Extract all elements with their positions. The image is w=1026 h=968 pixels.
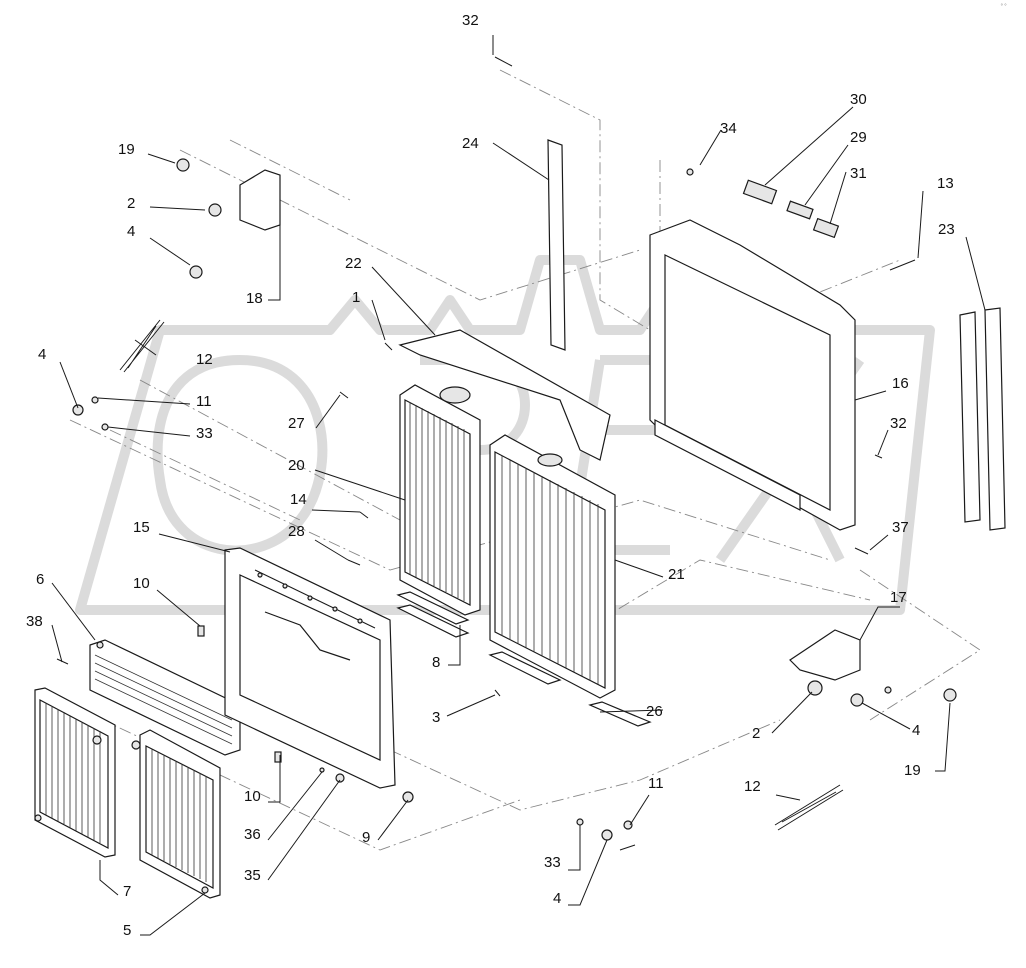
shroud-22 <box>398 329 611 461</box>
callout-3: 3 <box>432 709 440 726</box>
cooler-7 <box>34 687 116 858</box>
callout-4-bottom: 4 <box>553 890 561 907</box>
bracket-17 <box>789 629 861 681</box>
callout-26: 26 <box>646 703 663 720</box>
callout-22: 22 <box>345 255 362 272</box>
callout-32-top: 32 <box>462 12 479 29</box>
seals-23-25 <box>959 307 1006 531</box>
callout-36: 36 <box>244 826 261 843</box>
callout-32-right: 32 <box>890 415 907 432</box>
callout-4-mid-left: 4 <box>38 346 46 363</box>
callout-4-right: 4 <box>912 722 920 739</box>
callout-27: 27 <box>288 415 305 432</box>
callout-12-left: 12 <box>196 351 213 368</box>
callout-33-right: 33 <box>544 854 561 871</box>
oil-cooler-6 <box>89 639 241 756</box>
callout-29: 29 <box>850 129 867 146</box>
callout-labels: 32 30 34 29 24 31 19 13 2 23 4 22 1 18 1… <box>26 3 1007 939</box>
callout-33-left: 33 <box>196 425 213 442</box>
callout-7: 7 <box>123 883 131 900</box>
callout-10-lower: 10 <box>244 788 261 805</box>
callout-19-left: 19 <box>118 141 135 158</box>
callout-11-right: 11 <box>648 775 664 792</box>
cooler-5 <box>131 729 221 899</box>
callout-14: 14 <box>290 491 307 508</box>
callout-9: 9 <box>362 829 370 846</box>
callout-16: 16 <box>892 375 909 392</box>
radiator-21 <box>489 434 616 699</box>
callout-18: 18 <box>246 290 263 307</box>
callout-12-right: 12 <box>744 778 761 795</box>
small-parts-29-30-31 <box>742 179 840 239</box>
callout-19-right: 19 <box>904 762 921 779</box>
callout-17: 17 <box>890 589 907 606</box>
spring-12-right <box>774 784 844 831</box>
callout-8: 8 <box>432 654 440 671</box>
callout-24: 24 <box>462 135 479 152</box>
callout-21: 21 <box>668 566 685 583</box>
callout-15: 15 <box>133 519 150 536</box>
callout-20: 20 <box>288 457 305 474</box>
radiator-20 <box>399 384 481 616</box>
callout-30: 30 <box>850 91 867 108</box>
callout-37: 37 <box>892 519 909 536</box>
callout-4-upper-left: 4 <box>127 223 135 240</box>
callout-11-left: 11 <box>196 393 212 410</box>
seal-24 <box>547 139 566 351</box>
callout-5: 5 <box>123 922 131 939</box>
callout-2-right: 2 <box>752 725 760 742</box>
bracket-18 <box>239 169 281 231</box>
bars-8-26 <box>396 591 652 727</box>
callout-6: 6 <box>36 571 44 588</box>
callout-13: 13 <box>937 175 954 192</box>
callout-23: 23 <box>938 221 955 238</box>
callout-31: 31 <box>850 165 867 182</box>
fan-shroud-16 <box>649 219 856 531</box>
callout-10-upper: 10 <box>133 575 150 592</box>
callout-35: 35 <box>244 867 261 884</box>
fasteners <box>56 56 957 851</box>
frame-15 <box>224 547 396 789</box>
callout-1: 1 <box>352 289 360 306</box>
callout-2-left: 2 <box>127 195 135 212</box>
callout-28: 28 <box>288 523 305 540</box>
leader-lines <box>51 35 986 936</box>
callout-34: 34 <box>720 120 737 137</box>
callout-38: 38 <box>26 613 43 630</box>
corner-stamp: °° <box>1000 3 1007 10</box>
